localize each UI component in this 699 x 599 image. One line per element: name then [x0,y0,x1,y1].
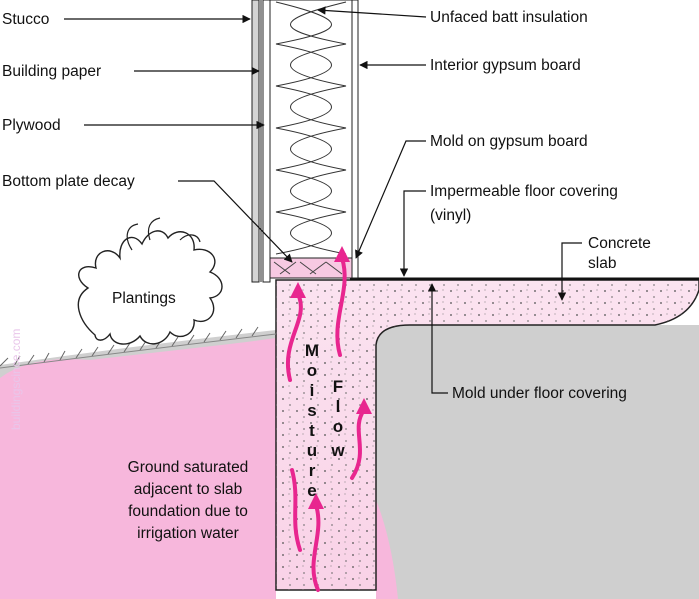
moisture-flow-text: M o i s t u r e F l o w [305,341,345,500]
batt-insulation [275,1,347,255]
plywood-layer [262,0,271,283]
moisture-letter: u [307,441,317,460]
label-unfaced-batt-insulation: Unfaced batt insulation [430,9,588,26]
saturated-ground-right [376,500,398,599]
moisture-letter: o [307,361,317,380]
soil-under-slab [376,325,699,599]
moisture-arrows [286,256,366,592]
plantings-shrub [77,230,223,345]
moisture-letter: s [307,401,316,420]
label-concrete: Concrete [588,235,651,252]
moisture-letter: e [307,481,316,500]
flow-letter: w [330,441,345,460]
label-plywood: Plywood [2,117,61,134]
label-ground-line-1: Ground saturated [128,459,249,476]
label-slab: slab [588,255,616,272]
label-ground-line-2: adjacent to slab [134,481,243,498]
label-ground-line-4: irrigation water [137,525,239,542]
flow-letter: F [333,377,343,396]
label-ground-line-3: foundation due to [128,503,248,520]
label-impermeable-floor-covering: Impermeable floor covering [430,183,618,200]
moisture-letter: i [310,381,315,400]
flow-letter: l [336,397,341,416]
stucco-layer [251,0,260,283]
label-bottom-plate-decay: Bottom plate decay [2,173,135,190]
flow-letter: o [333,417,343,436]
saturated-ground [0,338,276,599]
bottom-plate [269,257,353,279]
grass-line [0,326,259,367]
label-interior-gypsum-board: Interior gypsum board [430,57,581,74]
label-vinyl: (vinyl) [430,207,471,224]
label-building-paper: Building paper [2,63,101,80]
leader-lines [64,6,582,394]
gypsum-board [351,0,359,279]
moisture-arrowheads [290,246,372,509]
label-mold-under-floor-covering: Mold under floor covering [452,385,627,402]
label-mold-on-gypsum-board: Mold on gypsum board [430,133,588,150]
moisture-letter: r [309,461,316,480]
watermark-text: buildingscince.com [9,329,23,430]
moisture-letter: t [309,421,315,440]
label-plantings: Plantings [112,290,176,307]
label-stucco: Stucco [2,11,49,28]
moisture-letter: M [305,341,319,360]
